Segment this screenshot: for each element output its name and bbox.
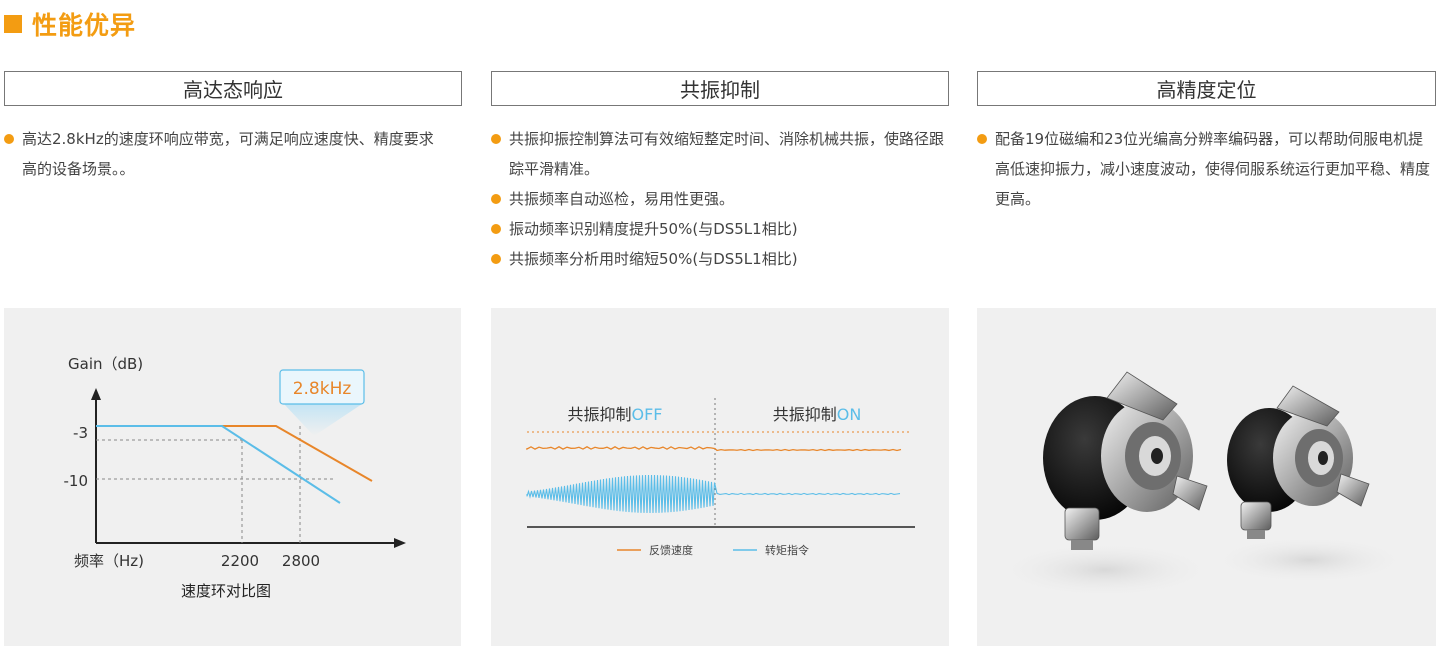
- callout-box: [279, 369, 365, 405]
- bullet-dot-icon: [491, 194, 501, 204]
- x-tick-2200: 2200: [221, 552, 259, 570]
- feature-bullet: 配备19位磁编和23位光编高分辨率编码器，可以帮助伺服电机提高低速抑振力，减小速…: [977, 124, 1436, 214]
- y-tick-minus10: -10: [64, 472, 89, 490]
- bullet-dot-icon: [4, 134, 14, 144]
- section-title: 性能优异: [32, 11, 137, 40]
- speed-loop-chart: 2.8kHz Gain（dB) -3 -10 频率（Hz) 2200 2800 …: [64, 355, 406, 600]
- encoder-large-icon: [995, 371, 1215, 598]
- feedback-speed-line: [526, 446, 902, 452]
- bullet-dot-icon: [491, 134, 501, 144]
- feature-bullets: 高达2.8kHz的速度环响应带宽，可满足响应速度快、精度要求高的设备场景。。: [4, 124, 444, 184]
- speed-loop-chart-panel: 2.8kHz Gain（dB) -3 -10 频率（Hz) 2200 2800 …: [4, 308, 461, 646]
- feature-column-response: 高达态响应 高达2.8kHz的速度环响应带宽，可满足响应速度快、精度要求高的设备…: [4, 71, 462, 184]
- feature-title: 高精度定位: [977, 71, 1436, 106]
- legend-torque-label: 转矩指令: [765, 543, 809, 557]
- section-header: 性能优异: [4, 6, 136, 42]
- encoder-photo-panel: [977, 308, 1436, 646]
- on-label: 共振抑制ON: [773, 405, 862, 424]
- square-bullet-icon: [4, 15, 22, 33]
- feature-bullet: 共振频率分析用时缩短50%(与DS5L1相比): [491, 244, 949, 274]
- x-tick-2800: 2800: [282, 552, 320, 570]
- legend-feedback-label: 反馈速度: [649, 543, 693, 557]
- bullet-dot-icon: [491, 254, 501, 264]
- blue-response-curve: [96, 425, 341, 504]
- resonance-waveform-panel: 共振抑制OFF 共振抑制ON 反馈速度 转矩指令: [491, 308, 949, 646]
- callout-label: 2.8kHz: [293, 379, 352, 399]
- feature-bullet: 高达2.8kHz的速度环响应带宽，可满足响应速度快、精度要求高的设备场景。。: [4, 124, 444, 184]
- callout-beam: [284, 404, 362, 436]
- resonance-waveform: 共振抑制OFF 共振抑制ON 反馈速度 转矩指令: [526, 398, 915, 557]
- y-axis-label: Gain（dB): [68, 355, 143, 373]
- feature-bullets: 配备19位磁编和23位光编高分辨率编码器，可以帮助伺服电机提高低速抑振力，减小速…: [977, 124, 1436, 214]
- feature-column-precision: 高精度定位 配备19位磁编和23位光编高分辨率编码器，可以帮助伺服电机提高低速抑…: [977, 71, 1436, 214]
- encoder-product-image: [995, 371, 1409, 598]
- bullet-dot-icon: [491, 224, 501, 234]
- feature-bullet: 振动频率识别精度提升50%(与DS5L1相比): [491, 214, 949, 244]
- y-tick-minus3: -3: [73, 424, 88, 442]
- off-label: 共振抑制OFF: [567, 405, 662, 424]
- feature-title: 高达态响应: [4, 71, 462, 106]
- x-axis-label: 频率（Hz): [74, 552, 144, 570]
- feature-column-resonance: 共振抑制 共振抑振控制算法可有效缩短整定时间、消除机械共振，使路径跟踪平滑精准。…: [491, 71, 949, 274]
- y-axis-arrow-icon: [91, 388, 101, 400]
- encoder-small-icon: [1209, 385, 1409, 584]
- feature-bullet: 共振抑振控制算法可有效缩短整定时间、消除机械共振，使路径跟踪平滑精准。: [491, 124, 949, 184]
- x-axis-arrow-icon: [394, 538, 406, 548]
- feature-bullets: 共振抑振控制算法可有效缩短整定时间、消除机械共振，使路径跟踪平滑精准。 共振频率…: [491, 124, 949, 274]
- feature-title: 共振抑制: [491, 71, 949, 106]
- feature-bullet: 共振频率自动巡检，易用性更强。: [491, 184, 949, 214]
- torque-command-line: [526, 475, 901, 513]
- chart-caption: 速度环对比图: [181, 582, 271, 600]
- bullet-dot-icon: [977, 134, 987, 144]
